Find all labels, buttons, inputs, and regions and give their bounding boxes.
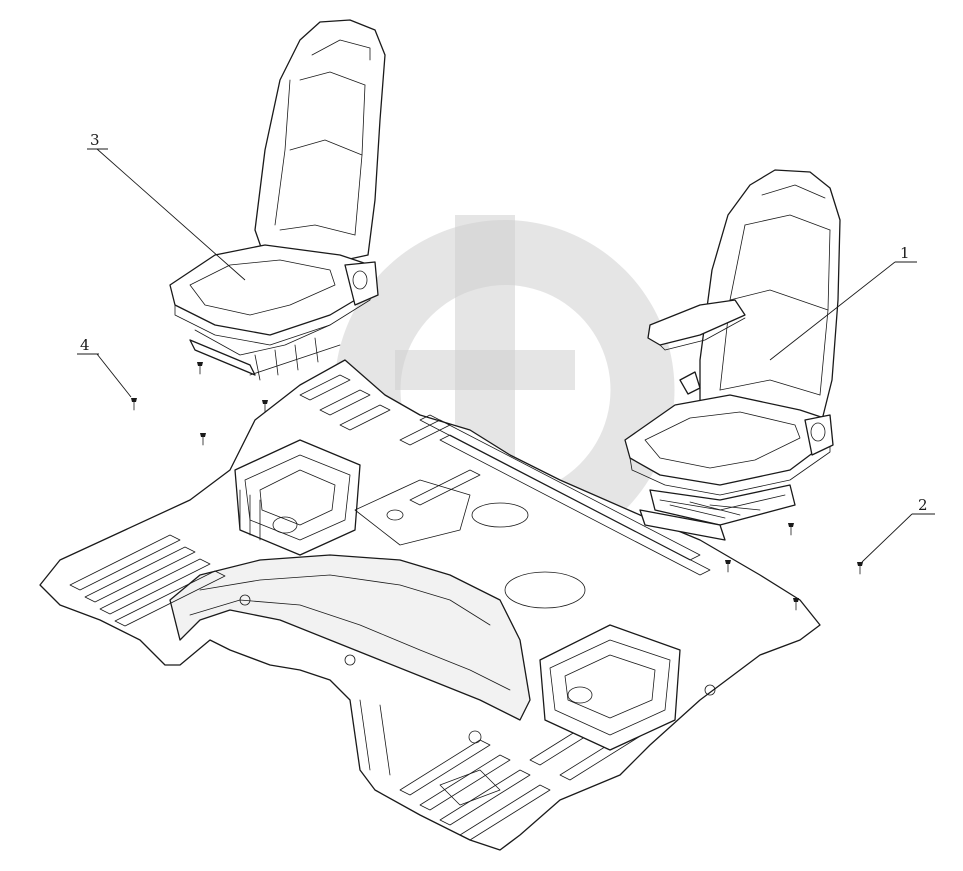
bolt-icon bbox=[857, 562, 863, 575]
bolt-icon bbox=[793, 598, 799, 611]
bolt-icon bbox=[788, 523, 794, 536]
callout-4: 4 bbox=[77, 336, 132, 398]
callout-label: 2 bbox=[918, 496, 928, 514]
seat-right bbox=[624, 169, 841, 541]
bolt-icon bbox=[200, 433, 206, 446]
center-plate bbox=[354, 479, 471, 546]
bolt-icon bbox=[262, 400, 268, 413]
round-cover bbox=[471, 502, 529, 528]
left-seat-mount-box bbox=[234, 439, 361, 556]
right-seat-mount-box bbox=[539, 624, 681, 751]
bolt-icon bbox=[197, 362, 203, 375]
callout-3: 3 bbox=[87, 131, 246, 281]
fasteners bbox=[131, 362, 863, 611]
callout-2: 2 bbox=[861, 496, 935, 563]
callout-label: 4 bbox=[80, 336, 90, 354]
seat-left bbox=[169, 19, 386, 381]
left-footwell-ribs bbox=[69, 534, 226, 627]
callout-1: 1 bbox=[769, 244, 917, 361]
bolt-icon bbox=[131, 398, 137, 411]
rear-floor-ribs bbox=[299, 374, 711, 576]
bolt-icon bbox=[725, 560, 731, 573]
callout-label: 3 bbox=[90, 131, 100, 149]
floor-panel bbox=[39, 359, 821, 851]
round-cover bbox=[504, 571, 586, 609]
callout-label: 1 bbox=[900, 244, 910, 262]
